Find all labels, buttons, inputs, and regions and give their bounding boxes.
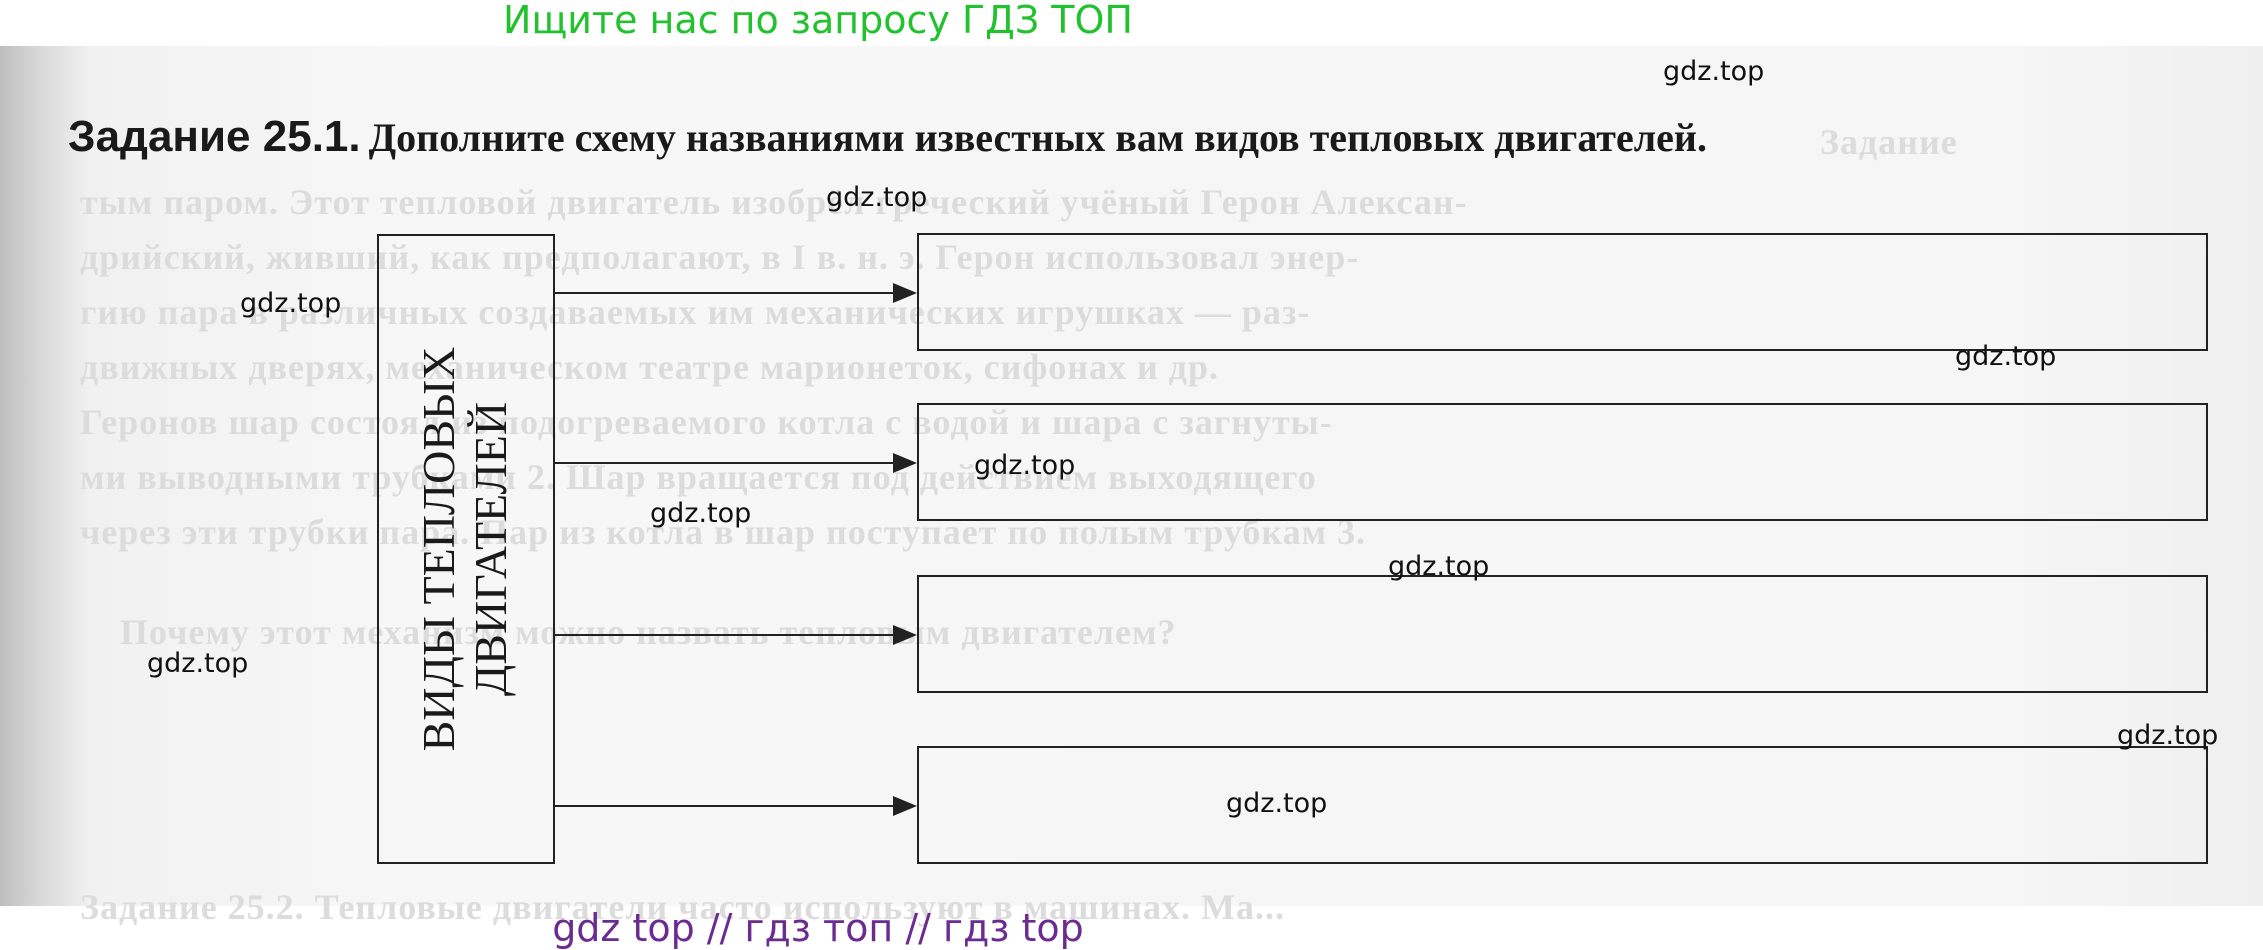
heat-engine-types-box bbox=[377, 234, 555, 864]
heat-engine-types-label: ВИДЫ ТЕПЛОВЫХ ДВИГАТЕЛЕЙ bbox=[413, 346, 516, 752]
scheme-arrow bbox=[555, 796, 917, 816]
search-hint-link[interactable]: Ищите нас по запросу ГДЗ ТОП bbox=[503, 0, 1133, 42]
watermark: gdz.top bbox=[240, 288, 342, 319]
task-heading: Задание 25.1.Дополните схему названиями … bbox=[68, 112, 1707, 162]
bleed-through-text: тым паром. Этот тепловой двигатель изобр… bbox=[80, 182, 1468, 222]
watermark: gdz.top bbox=[1226, 788, 1328, 819]
watermark: gdz.top bbox=[1388, 551, 1490, 582]
watermark: gdz.top bbox=[826, 182, 928, 213]
footer-links[interactable]: gdz top // гдз топ // гдз top bbox=[552, 906, 1084, 950]
bleed-through-text: гию пара в различных создаваемых им меха… bbox=[80, 292, 1311, 332]
answer-box[interactable] bbox=[917, 746, 2208, 864]
answer-box[interactable] bbox=[917, 575, 2208, 693]
answer-box[interactable] bbox=[917, 403, 2208, 521]
bleed-through-text: через эти трубки пара. Пар из котла в ша… bbox=[80, 512, 1367, 552]
bleed-through-text: Почему этот механизм можно назвать тепло… bbox=[120, 612, 1177, 652]
watermark: gdz.top bbox=[1955, 341, 2057, 372]
scheme-arrow bbox=[555, 453, 917, 473]
scheme-arrow bbox=[555, 283, 917, 303]
bleed-through-text: Задание 25.2. Тепловые двигатели часто и… bbox=[80, 887, 1285, 927]
bleed-through-text: Геронов шар состоял из подогреваемого ко… bbox=[80, 402, 1333, 442]
bleed-through-text: Задание bbox=[1820, 122, 1958, 162]
bleed-through-text: движных дверях, механическом театре мари… bbox=[80, 347, 1219, 387]
task-number: Задание 25.1. bbox=[68, 112, 361, 161]
scheme-arrow bbox=[555, 625, 917, 645]
watermark: gdz.top bbox=[650, 498, 752, 529]
watermark: gdz.top bbox=[1663, 56, 1765, 87]
watermark: gdz.top bbox=[147, 648, 249, 679]
watermark: gdz.top bbox=[2117, 720, 2219, 751]
bleed-through-text: дрийский, живший, как предполагают, в I … bbox=[80, 237, 1360, 277]
task-instruction: Дополните схему названиями известных вам… bbox=[368, 115, 1707, 160]
answer-box[interactable] bbox=[917, 233, 2208, 351]
watermark: gdz.top bbox=[974, 450, 1076, 481]
